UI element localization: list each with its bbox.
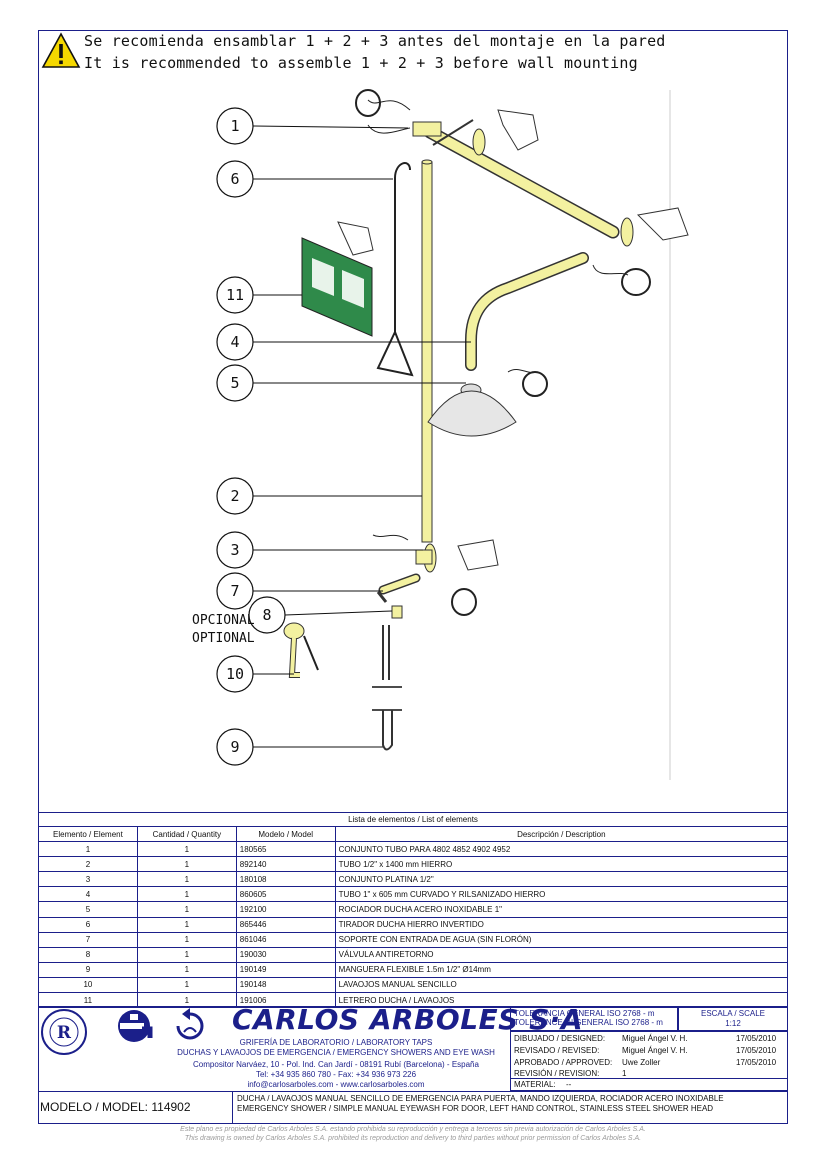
tap-icon	[118, 1010, 153, 1042]
part-7-support	[376, 573, 421, 603]
part-4-curved-pipe	[465, 252, 651, 371]
scale-value: 1:12	[725, 1019, 741, 1028]
callout-6: 6	[216, 160, 393, 198]
ownership-note-es: Este plano es propiedad de Carlos Arbole…	[180, 1126, 646, 1133]
part-9-hose	[372, 625, 402, 751]
optional-label-es: OPCIONAL	[192, 613, 255, 628]
part-2-vertical-pipe	[421, 159, 433, 543]
material-label: MATERIAL:	[514, 1080, 556, 1089]
model-description-en: EMERGENCY SHOWER / SIMPLE MANUAL EYEWASH…	[237, 1104, 714, 1113]
scale-label: ESCALA / SCALE	[700, 1009, 766, 1018]
callout-3: 3	[216, 531, 423, 569]
quality-seal-icon: R	[41, 1009, 87, 1055]
header-element: Elemento / Element	[38, 825, 138, 843]
svg-text:5: 5	[230, 374, 239, 392]
revision-value: 1	[622, 1069, 627, 1078]
optional-label-en: OPTIONAL	[192, 631, 255, 646]
model-separator	[232, 1091, 233, 1124]
callout-1: 1	[216, 107, 409, 145]
callout-5: 5	[216, 364, 466, 402]
svg-text:10: 10	[226, 665, 244, 683]
designed-date: 17/05/2010	[736, 1034, 777, 1043]
parts-list-caption: Lista de elementos / List of elements	[38, 812, 788, 826]
header-description: Descripción / Description	[334, 825, 789, 843]
callout-8: 8	[248, 596, 393, 634]
tolerance-box	[510, 1006, 678, 1031]
parts-list-header: Elemento / Element Cantidad / Quantity M…	[38, 825, 789, 843]
part-6-pull-rod	[376, 162, 414, 377]
part-3-wall-plate	[372, 534, 499, 616]
callout-2: 2	[216, 477, 422, 515]
company-line-1: GRIFERÍA DE LABORATORIO / LABORATORY TAP…	[239, 1038, 433, 1047]
part-8-check-valve	[391, 605, 403, 619]
svg-text:4: 4	[230, 333, 239, 351]
revised-date: 17/05/2010	[736, 1046, 777, 1055]
exploded-assembly-drawing: 1 6 11 4 5 2 3 7 8 1	[216, 89, 689, 780]
scale-box	[678, 1006, 788, 1031]
tolerance-en: TOLERANCE IN GENERAL ISO 2768 - m	[514, 1018, 663, 1027]
eyewash-icon	[176, 1008, 204, 1040]
svg-text:3: 3	[230, 541, 239, 559]
material-value: --	[566, 1080, 572, 1089]
title-block	[38, 1006, 788, 1124]
revised-by: Miguel Ángel V. H.	[622, 1046, 688, 1055]
callout-10: 10	[216, 655, 294, 693]
assembly-note-es: Se recomienda ensamblar 1 + 2 + 3 antes …	[84, 32, 666, 50]
model-description-es: DUCHA / LAVAOJOS MANUAL SENCILLO DE EMER…	[237, 1094, 724, 1103]
approved-date: 17/05/2010	[736, 1058, 777, 1067]
callout-4: 4	[216, 323, 471, 361]
company-line-2: DUCHAS Y LAVAOJOS DE EMERGENCIA / EMERGE…	[177, 1048, 495, 1057]
assembly-note-en: It is recommended to assemble 1 + 2 + 3 …	[84, 54, 638, 72]
svg-text:R: R	[57, 1023, 72, 1043]
svg-text:9: 9	[230, 738, 239, 756]
svg-text:1: 1	[230, 117, 239, 135]
approval-box	[510, 1031, 788, 1091]
svg-text:2: 2	[230, 487, 239, 505]
callout-11: 11	[216, 276, 302, 314]
approved-label: APROBADO / APPROVED:	[514, 1058, 613, 1067]
parts-list-table: Elemento / Element Cantidad / Quantity M…	[38, 825, 789, 1009]
svg-text:7: 7	[230, 582, 239, 600]
tolerance-es: TOLERANCIA GENERAL ISO 2768 - m	[514, 1009, 655, 1018]
header-model: Modelo / Model	[235, 825, 336, 843]
header-quantity: Cantidad / Quantity	[136, 825, 237, 843]
callout-7: 7	[216, 572, 383, 610]
part-1-pipe-assembly	[355, 89, 689, 247]
svg-text:6: 6	[230, 170, 239, 188]
company-address: Compositor Narváez, 10 - Pol. Ind. Can J…	[193, 1060, 479, 1069]
designed-by: Miguel Ángel V. H.	[622, 1034, 688, 1043]
company-contact: info@carlosarboles.com - www.carlosarbol…	[247, 1080, 425, 1089]
ownership-note-en: This drawing is owned by Carlos Arboles …	[184, 1135, 642, 1142]
designed-label: DIBUJADO / DESIGNED:	[514, 1034, 606, 1043]
drawing-frame	[38, 30, 788, 1124]
part-11-sign	[301, 221, 374, 337]
warning-icon	[41, 32, 81, 68]
svg-text:11: 11	[226, 286, 244, 304]
approved-by: Uwe Zoller	[622, 1058, 661, 1067]
svg-text:8: 8	[262, 606, 271, 624]
revision-label: REVISIÓN / REVISION:	[514, 1069, 600, 1078]
part-5-shower-head	[427, 368, 548, 437]
revised-label: REVISADO / REVISED:	[514, 1046, 600, 1055]
model-number: MODELO / MODEL: 114902	[40, 1100, 191, 1114]
model-divider	[38, 1091, 788, 1092]
material-divider	[510, 1078, 788, 1079]
company-phone: Tel: +34 935 860 780 - Fax: +34 936 973 …	[255, 1070, 417, 1079]
callout-9: 9	[216, 728, 383, 766]
part-10-eyewash	[283, 622, 319, 678]
